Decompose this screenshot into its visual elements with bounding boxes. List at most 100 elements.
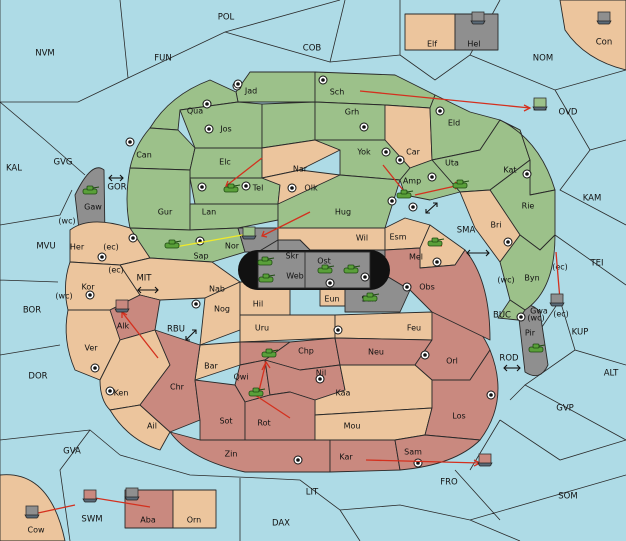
province-orn[interactable]: [172, 489, 217, 529]
supply-center-icon: [241, 181, 251, 191]
supply-center-icon: [381, 147, 391, 157]
fleet-unit-icon[interactable]: [470, 11, 486, 25]
province-label: Gur: [158, 208, 173, 217]
province-nar[interactable]: [261, 139, 341, 179]
sea-label: GVP: [556, 404, 574, 414]
province-label: Amp: [403, 177, 421, 186]
fleet-unit-icon[interactable]: [477, 453, 493, 467]
province-lan[interactable]: [189, 203, 279, 231]
province-label: Eun: [324, 295, 339, 304]
army-unit-icon[interactable]: [261, 348, 279, 358]
province-label: Web: [286, 272, 303, 281]
move-order-arrow: [37, 504, 76, 514]
army-unit-icon[interactable]: [396, 189, 414, 199]
sea-label: POL: [218, 13, 235, 23]
sea-label: DAX: [272, 519, 290, 529]
move-order-arrow: [261, 211, 311, 237]
province-obs[interactable]: [384, 247, 491, 341]
move-order-arrow: [121, 311, 159, 359]
fleet-unit-icon[interactable]: [114, 299, 130, 313]
province-label: Uru: [255, 324, 269, 333]
province-label: Mou: [344, 422, 361, 431]
double-arrow-icon: [466, 249, 490, 257]
fleet-unit-icon[interactable]: [124, 487, 140, 501]
army-unit-icon[interactable]: [427, 237, 445, 247]
province-zin[interactable]: [169, 431, 331, 473]
supply-center-icon: [105, 386, 115, 396]
province-label: Bri: [491, 221, 502, 230]
province-label: Gwa: [530, 307, 548, 316]
province-label: Eld: [448, 119, 460, 128]
move-order-arrow: [225, 157, 263, 187]
province-label: Qua: [187, 107, 203, 116]
province-label: Mel: [409, 253, 423, 262]
province-elf[interactable]: [404, 13, 456, 51]
province-label: Rot: [257, 419, 270, 428]
province-rot[interactable]: [244, 391, 316, 441]
sea-labels: POL NVM FUN COB NOM Con KAL GVG KAM MVU …: [6, 13, 619, 529]
army-unit-icon[interactable]: [528, 343, 546, 353]
army-unit-icon[interactable]: [164, 239, 182, 249]
province-label: Ver: [84, 344, 98, 353]
province-label: Elc: [219, 158, 231, 167]
fleet-unit-icon[interactable]: [596, 11, 612, 25]
supply-center-icon: [522, 169, 532, 179]
province-label: Chr: [170, 383, 185, 392]
sea-label: GVG: [54, 158, 73, 168]
province-label: Feu: [407, 324, 421, 333]
province-label: Nog: [214, 305, 230, 314]
supply-center-icon: [516, 312, 526, 322]
province-label: Car: [406, 148, 420, 157]
army-unit-icon[interactable]: [343, 264, 361, 274]
double-arrow-icon: [108, 174, 124, 182]
coast-label: (wc): [527, 314, 544, 323]
province-chr[interactable]: [139, 329, 201, 433]
province-label: Hel: [467, 40, 480, 49]
province-label: Olk: [304, 184, 318, 193]
sea-label: SMA: [457, 226, 476, 236]
army-unit-icon[interactable]: [257, 256, 275, 266]
province-label: Yok: [356, 148, 371, 157]
army-unit-icon[interactable]: [82, 185, 100, 195]
province-qua[interactable]: [149, 79, 239, 131]
army-unit-icon[interactable]: [362, 292, 380, 302]
sea-label: ROD: [499, 354, 519, 364]
army-unit-icon[interactable]: [223, 183, 241, 193]
province-label: Byn: [524, 274, 539, 283]
province-sot[interactable]: [194, 379, 246, 441]
sea-label: Con: [596, 38, 613, 48]
province-label: Hil: [253, 300, 263, 309]
fleet-unit-icon[interactable]: [24, 505, 40, 519]
province-label: Ost: [317, 257, 331, 266]
coast-label: (ec): [103, 243, 119, 252]
sea-label: LIT: [306, 488, 319, 498]
province-label: Obs: [419, 283, 435, 292]
fleet-unit-icon[interactable]: [549, 293, 565, 307]
fleet-unit-icon[interactable]: [532, 97, 548, 111]
supply-center-icon: [325, 278, 335, 288]
sea-label: GOR: [107, 183, 126, 193]
supply-center-icon: [387, 196, 397, 206]
army-unit-icon[interactable]: [317, 264, 335, 274]
double-arrow-icon: [503, 364, 521, 372]
double-arrow-icon: [185, 329, 197, 341]
orders: [37, 90, 564, 514]
army-unit-icon[interactable]: [258, 273, 276, 283]
coast-label: (ec): [552, 263, 568, 272]
province-gur[interactable]: [126, 167, 191, 231]
province-label: Kor: [81, 283, 95, 292]
supply-center-icon: [233, 79, 243, 89]
fleet-unit-icon[interactable]: [241, 226, 257, 240]
army-unit-icon[interactable]: [248, 387, 266, 397]
army-unit-icon[interactable]: [452, 179, 470, 189]
fleet-unit-icon[interactable]: [82, 489, 98, 503]
province-ail[interactable]: [109, 404, 171, 451]
supply-center-icon: [359, 122, 369, 132]
coast-label: (wc): [58, 217, 75, 226]
supply-center-icon: [333, 325, 343, 335]
supply-center-icon: [402, 282, 412, 292]
green-region: [126, 71, 556, 321]
sea-label: RBU: [167, 325, 185, 335]
